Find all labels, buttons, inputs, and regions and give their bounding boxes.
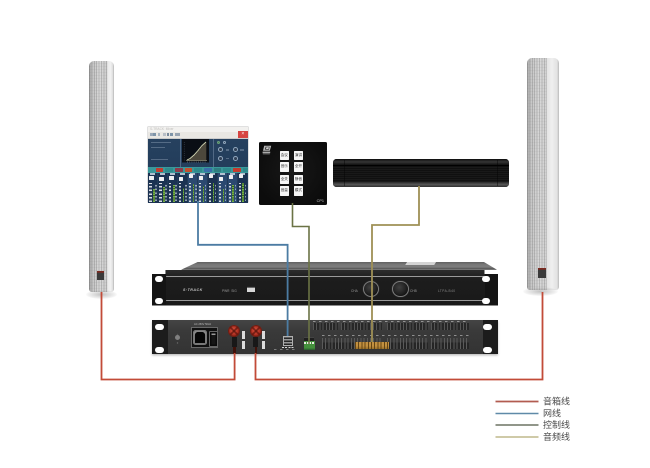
svg-text:音频线: 音频线 xyxy=(543,431,570,442)
svg-text:控制线: 控制线 xyxy=(543,419,570,430)
svg-text:网线: 网线 xyxy=(543,408,561,419)
svg-text:音箱线: 音箱线 xyxy=(543,396,570,407)
